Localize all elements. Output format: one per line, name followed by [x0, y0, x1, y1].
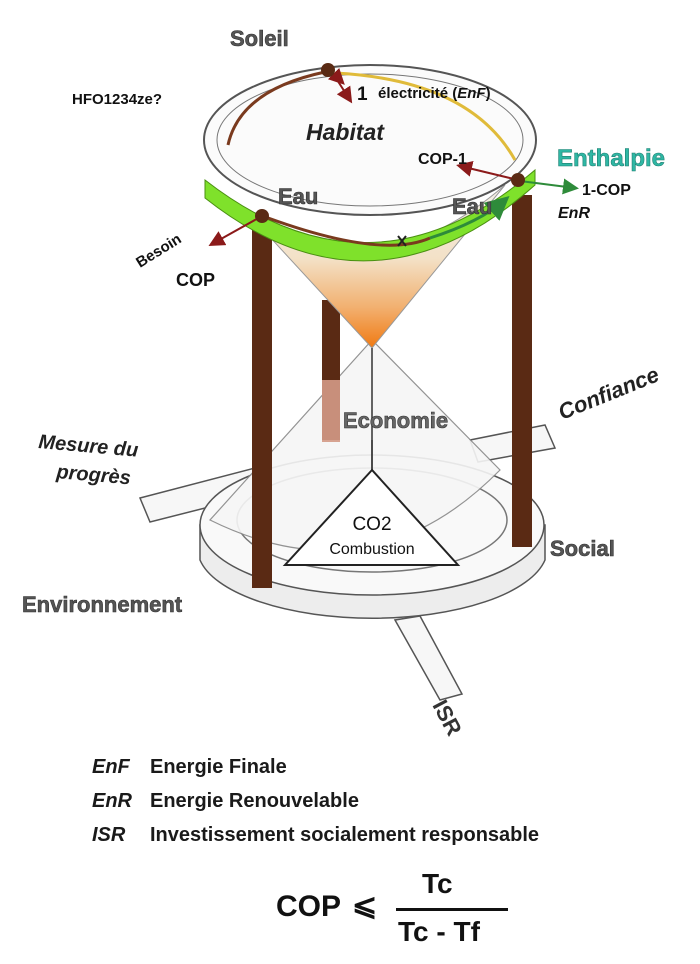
label-eau-left: Eau [278, 184, 318, 209]
co2-triangle [282, 440, 461, 566]
label-isr: ISR [428, 696, 467, 740]
label-economie: Economie [343, 408, 448, 433]
label-one: 1 [357, 84, 368, 105]
front-leg-left [252, 222, 272, 588]
label-besoin: Besoin [133, 230, 184, 271]
ring-brown-arc [226, 70, 326, 146]
arrow-one-minus-cop [519, 178, 579, 195]
label-mesure-line1: Mesure du [38, 431, 140, 462]
label-enr: EnR [558, 205, 590, 222]
formula-operator: ⩽ [352, 889, 378, 922]
fraction-bar [396, 908, 508, 911]
formula-numerator: Tc [422, 868, 453, 899]
label-social: Social [550, 536, 615, 561]
legend-row-enf: EnF Energie Finale [92, 756, 287, 779]
legend-abbr: EnF [92, 756, 130, 778]
base-arm-bottom [393, 615, 464, 701]
label-eau-right: Eau [452, 194, 492, 219]
legend-row-isr: ISR Investissement socialement responsabl… [92, 824, 539, 847]
legend-text: Energie Finale [150, 756, 287, 778]
label-co2: CO2 [352, 514, 391, 535]
label-mesure-line2: progrès [55, 461, 132, 489]
label-electricite: électricité (EnF) [378, 85, 491, 102]
node-enthalpie [511, 173, 525, 187]
label-cop-left: COP [176, 270, 215, 290]
top-ring [203, 64, 537, 262]
label-enthalpie: Enthalpie [557, 145, 665, 172]
ring-yellow-arc [334, 71, 517, 161]
legend-row-enr: EnR Energie Renouvelable [92, 790, 359, 813]
cross-mark [397, 235, 407, 247]
arrow-electricity-2 [331, 71, 353, 104]
arrow-cop-minus-1 [456, 161, 519, 181]
label-hfo: HFO1234ze? [72, 91, 162, 108]
arrow-besoin [208, 215, 263, 246]
back-leg-center-shade [322, 380, 340, 442]
ring-inner [216, 73, 524, 207]
legend-abbr: EnR [92, 790, 132, 812]
ring-green-arc [429, 196, 510, 240]
label-one-minus-cop: 1-COP [582, 182, 631, 199]
label-enf-inline: EnF [457, 85, 486, 102]
ring-lower-arc [259, 213, 431, 247]
label-environnement: Environnement [22, 592, 183, 617]
formula-denominator: Tc - Tf [398, 916, 480, 947]
formula-lhs: COP [276, 890, 342, 923]
node-soleil [321, 63, 335, 77]
label-soleil: Soleil [230, 26, 289, 51]
front-leg-right [512, 195, 532, 547]
label-habitat: Habitat [306, 119, 385, 145]
legend-text: Investissement socialement responsable [150, 824, 540, 846]
label-combustion: Combustion [329, 541, 414, 558]
label-confiance: Confiance [555, 362, 663, 425]
legend-abbr: ISR [92, 824, 126, 846]
label-cop-minus-1: COP-1 [418, 151, 467, 168]
node-besoin [255, 209, 269, 223]
ring-green-band [204, 168, 536, 262]
legend-text: Energie Renouvelable [150, 790, 359, 812]
